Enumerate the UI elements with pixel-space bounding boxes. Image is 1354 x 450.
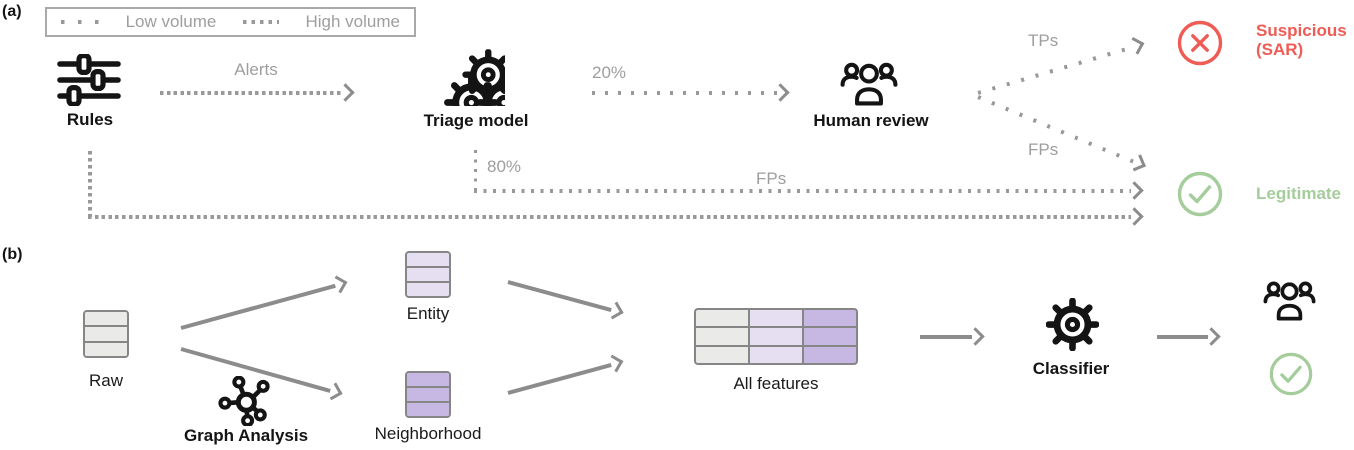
fps-diagonal-label: FPs	[1028, 140, 1059, 159]
entity-table-row	[407, 281, 449, 296]
legend-low-volume-label: Low volume	[125, 12, 217, 31]
raw-label: Raw	[88, 371, 123, 390]
raw-table-row	[85, 325, 127, 341]
tps-arrowhead-icon	[1126, 36, 1145, 55]
pct80-fps-arrowhead-icon	[1125, 181, 1144, 200]
neighborhood-table-row	[407, 386, 449, 401]
pct80-vertical-line	[474, 150, 477, 191]
rules-label: Rules	[66, 110, 114, 129]
alerts-arrowhead-icon	[336, 83, 355, 102]
arrow-raw-entity	[180, 275, 348, 330]
all-features-cell	[804, 310, 856, 327]
arrow-classifier-output-shaft	[1157, 335, 1208, 339]
arrow-neighborhood-features-head-icon	[605, 354, 624, 373]
legend-high-volume-line	[242, 20, 279, 24]
arrow-entity-features	[507, 280, 624, 320]
legend-high-volume-label: High volume	[305, 12, 401, 31]
fps-mid-label: FPs	[756, 169, 787, 188]
gear-icon	[1046, 298, 1099, 351]
neighborhood-table-row	[407, 401, 449, 416]
arrow-raw-entity-shaft	[180, 284, 336, 330]
rules-bypass-arrowhead-icon	[1125, 207, 1144, 226]
panel-a-tag: (a)	[2, 3, 22, 20]
all-features-cell	[696, 328, 748, 345]
fps-diagonal-arrowhead-icon	[1128, 154, 1146, 172]
legend-box: Low volume High volume	[45, 7, 416, 37]
check-circle-icon	[1176, 170, 1224, 218]
raw-table-row	[85, 312, 127, 326]
entity-table-row	[407, 253, 449, 266]
graph-analysis-label: Graph Analysis	[183, 426, 309, 445]
arrow-features-classifier-shaft	[920, 335, 972, 339]
tps-label: TPs	[1028, 31, 1059, 50]
arrow-features-classifier-head-icon	[966, 327, 985, 346]
suspicious-label-line1: Suspicious	[1256, 21, 1347, 40]
arrow-entity-features-head-icon	[605, 301, 624, 320]
panel-b-tag: (b)	[2, 246, 23, 263]
entity-table-row	[407, 266, 449, 281]
all-features-cell	[696, 346, 748, 363]
human-review-label: Human review	[813, 111, 929, 130]
entity-label: Entity	[406, 304, 450, 323]
neighborhood-table-row	[407, 373, 449, 386]
all-features-cell	[750, 310, 802, 327]
arrow-neighborhood-features	[507, 354, 624, 395]
raw-table	[83, 310, 129, 358]
legend-low-volume-line	[61, 20, 99, 24]
all-features-table	[694, 308, 858, 365]
neighborhood-table	[405, 371, 451, 418]
all-features-cell	[696, 310, 748, 327]
arrow-raw-neighborhood-head-icon	[324, 382, 343, 401]
pct80-fps-arrow-shaft	[474, 189, 1131, 193]
suspicious-label-line2: (SAR)	[1256, 40, 1304, 59]
entity-table	[405, 251, 451, 298]
neighborhood-label: Neighborhood	[374, 424, 482, 443]
arrow-classifier-output-head-icon	[1202, 327, 1221, 346]
pct20-label: 20%	[592, 63, 627, 82]
all-features-cell	[750, 328, 802, 345]
raw-table-row	[85, 340, 127, 356]
all-features-cell	[804, 346, 856, 363]
rules-bypass-arrow-shaft	[88, 215, 1131, 219]
rules-bypass-vertical-line	[88, 151, 92, 217]
output-people-icon	[1261, 279, 1318, 321]
network-graph-icon	[215, 376, 277, 426]
suspicious-label: Suspicious (SAR)	[1256, 21, 1347, 59]
tps-arrow-shaft	[977, 45, 1133, 95]
triage-model-label: Triage model	[423, 111, 529, 130]
output-check-circle-icon	[1268, 351, 1314, 397]
pct20-arrow-shaft	[592, 91, 777, 95]
sliders-icon	[57, 54, 121, 106]
arrow-entity-features-shaft	[507, 280, 612, 312]
alerts-label: Alerts	[234, 60, 278, 79]
pct20-arrowhead-icon	[771, 83, 790, 102]
legitimate-label: Legitimate	[1256, 184, 1342, 203]
fps-diagonal-arrow	[977, 95, 1146, 172]
x-circle-icon	[1176, 19, 1224, 67]
tps-arrow	[977, 36, 1145, 95]
all-features-cell	[804, 328, 856, 345]
three-gears-icon	[441, 49, 505, 106]
all-features-label: All features	[733, 374, 819, 393]
people-icon	[840, 60, 898, 106]
all-features-cell	[750, 346, 802, 363]
classifier-label: Classifier	[1032, 359, 1110, 378]
arrow-raw-entity-head-icon	[329, 275, 348, 294]
alerts-arrow-shaft	[160, 91, 342, 95]
pct80-label: 80%	[487, 157, 522, 176]
arrow-neighborhood-features-shaft	[507, 363, 612, 395]
